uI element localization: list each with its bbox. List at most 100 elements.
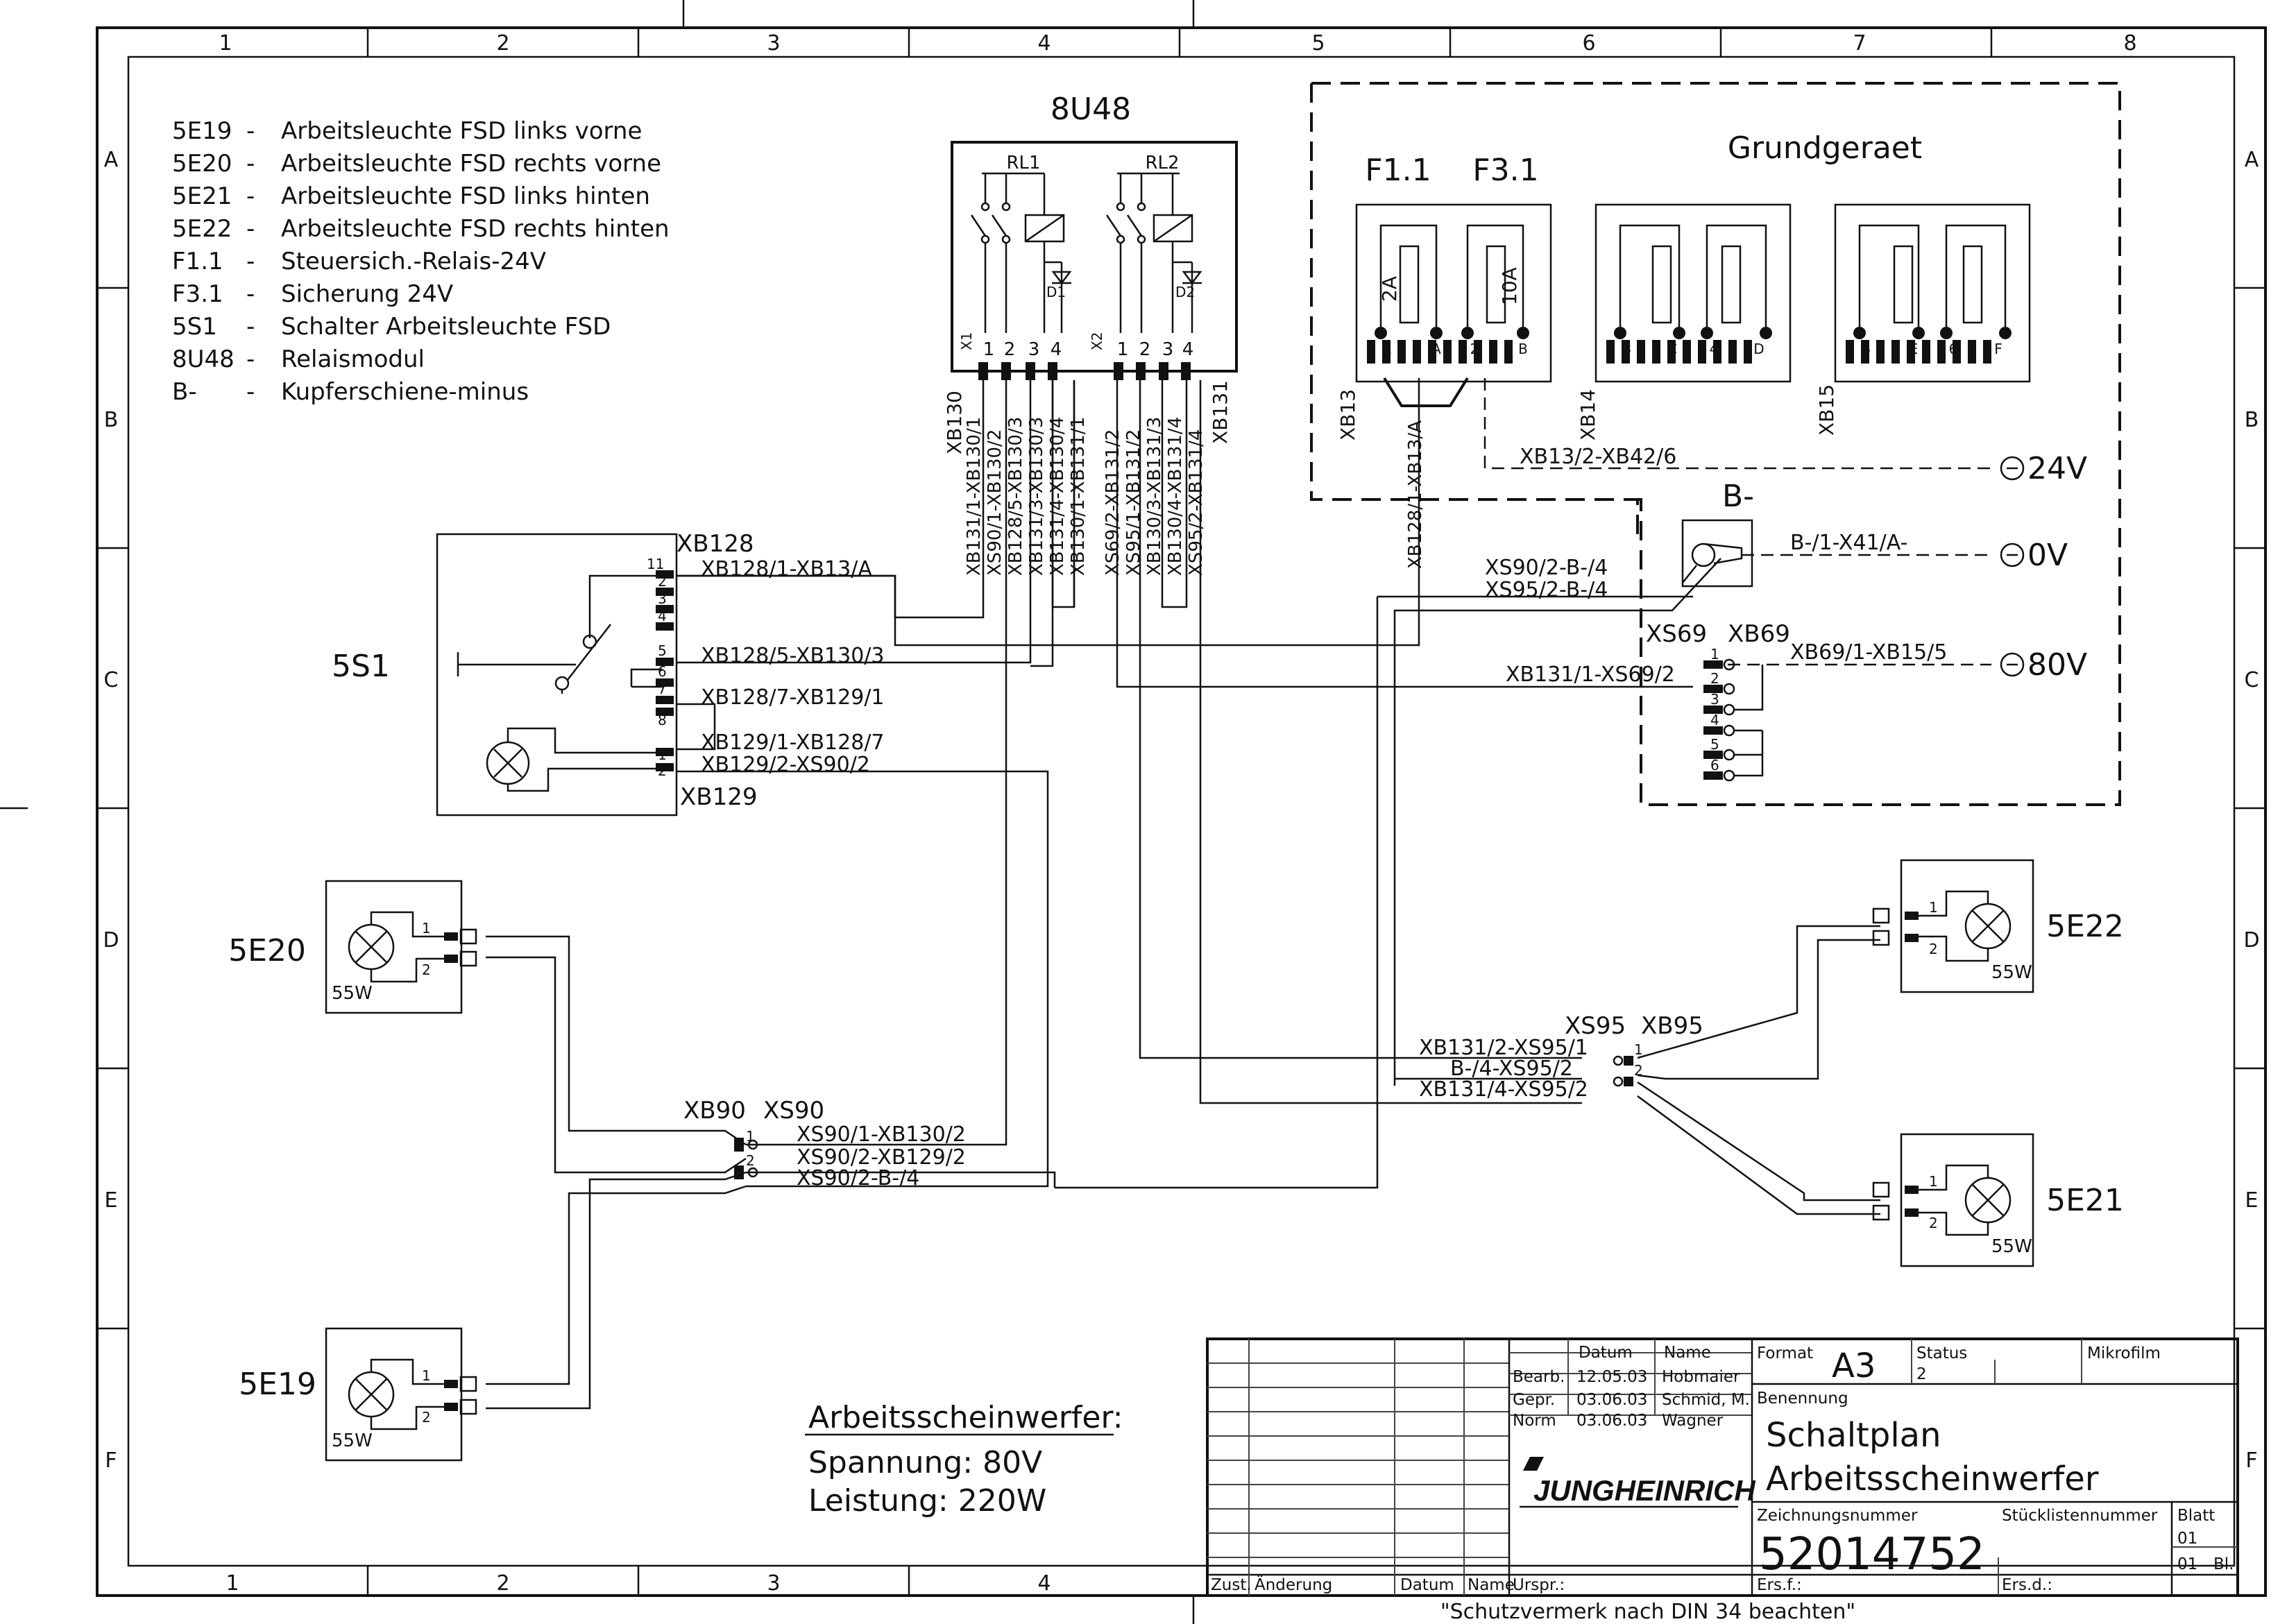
tb-norm-date: 03.06.03: [1576, 1412, 1647, 1430]
diode2-label: D2: [1175, 284, 1195, 300]
legend-text: Sicherung 24V: [281, 280, 453, 308]
connector-x2: X2 1 2 3 4: [1089, 332, 1193, 380]
xb69-pin: 2: [1710, 670, 1719, 687]
specs-block: Arbeitsscheinwerfer: Spannung: 80V Leist…: [805, 1400, 1123, 1519]
xs90-label: XS90: [763, 1097, 824, 1125]
diode1-label: D1: [1046, 284, 1066, 300]
xs95-pin: 1: [1634, 1041, 1643, 1058]
tb-gepr: Gepr.: [1513, 1391, 1555, 1409]
legend-code: 8U48: [172, 345, 235, 373]
fuse-pin: 6: [1949, 341, 1958, 357]
fuse1-label: F1.1: [1365, 153, 1431, 188]
lamp-pin: 2: [422, 1409, 431, 1426]
x2-pin: 2: [1139, 339, 1151, 360]
row-label: B: [104, 408, 119, 432]
tb-norm: Norm: [1513, 1412, 1556, 1430]
tb-title-line2: Arbeitsscheinwerfer: [1766, 1460, 2099, 1498]
tb-datum-header: Datum: [1579, 1344, 1633, 1362]
lamp-5e22: 5E22 1 2 55W: [1872, 859, 2124, 993]
relay1-contacts: D1: [970, 172, 1072, 333]
wire-label: XB130/1-XB131/1: [1068, 417, 1089, 576]
fuse-pin: 5: [1862, 341, 1871, 357]
xb90-label: XB90: [683, 1097, 746, 1125]
relay1-label: RL1: [1006, 153, 1040, 173]
legend-text: Kupferschiene-minus: [281, 378, 529, 406]
tb-blatt-total: 01: [2177, 1555, 2197, 1573]
legend-code: B-: [172, 378, 197, 406]
legend-dash: -: [246, 150, 255, 178]
specs-title: Arbeitsscheinwerfer:: [808, 1400, 1123, 1435]
row-label: D: [103, 928, 119, 952]
wire-label: XB129/1-XB128/7: [701, 730, 885, 755]
legend: 5E19 - Arbeitsleuchte FSD links vorne 5E…: [172, 117, 670, 406]
lamp-label: 5E22: [2046, 909, 2124, 944]
fuse-pin: C: [1667, 341, 1677, 357]
wire-label: XB128/1-XB13/A: [701, 557, 872, 581]
lamp-pin: 1: [422, 920, 431, 937]
tb-gepr-date: 03.06.03: [1576, 1391, 1647, 1409]
legend-dash: -: [246, 248, 255, 275]
row-label: C: [104, 668, 119, 692]
xb69-pin: 5: [1710, 736, 1719, 753]
wire-label: XB131/2-XS95/1: [1419, 1036, 1588, 1060]
wire-label: XB129/2-XS90/2: [701, 753, 870, 777]
drawing-number: 52014752: [1759, 1529, 1985, 1580]
wire-label: XS90/2-B-/4: [797, 1166, 919, 1190]
row-label: A: [2245, 148, 2259, 172]
x1-pin: 3: [1028, 339, 1040, 360]
legend-code: 5E22: [172, 215, 232, 243]
rail-24v: 24V: [2027, 451, 2087, 486]
tb-urspr: Urspr.:: [1513, 1576, 1565, 1594]
legend-dash: -: [246, 378, 255, 406]
wiring: [486, 378, 1991, 1410]
wire-label: XB131/1-XS69/2: [1506, 663, 1675, 687]
col-label: 3: [767, 1571, 780, 1596]
fuse-pin: E: [1910, 341, 1919, 357]
tb-status-value: 2: [1916, 1365, 1927, 1383]
grundgeraet-label: Grundgeraet: [1728, 130, 1922, 166]
x2-pin: 4: [1182, 339, 1194, 360]
xb130-label: XB130: [943, 391, 966, 454]
row-label: D: [2243, 928, 2259, 952]
grundgeraet-box: Grundgeraet F1.1 F3.1 2A 10A 1: [1310, 82, 2121, 806]
row-label: F: [2245, 1448, 2257, 1473]
tb-blatt-value: 01: [2177, 1530, 2197, 1548]
tb-bearb-date: 12.05.03: [1576, 1368, 1647, 1386]
bminus-busbar: B-: [1681, 479, 1754, 588]
switch-pin: 11: [647, 556, 664, 572]
legend-dash: -: [246, 313, 255, 341]
tb-benennung: Benennung: [1757, 1390, 1848, 1408]
xb13-label: XB13: [1336, 389, 1359, 441]
xb15-label: XB15: [1815, 384, 1838, 436]
col-label: 4: [1037, 31, 1051, 55]
wire-label: B-/4-XS95/2: [1450, 1057, 1573, 1081]
fuse-pin: F: [1994, 341, 2002, 357]
wire-label: XS90/2-B-/4: [1485, 556, 1608, 580]
x2-pin: 3: [1162, 339, 1174, 360]
wire-label: XS90/1-XB130/2: [797, 1122, 966, 1147]
rail-80v: 80V: [2027, 647, 2087, 683]
tb-blatt: Blatt: [2177, 1507, 2215, 1525]
lamp-pin: 1: [422, 1367, 431, 1384]
xb14-label: XB14: [1576, 389, 1599, 441]
wire-labels: XB13/2-XB42/6 B-/1-X41/A- XS90/2-B-/4 XS…: [797, 420, 1947, 1190]
fuse-pin: B: [1518, 341, 1528, 357]
xb69-pin: 1: [1710, 646, 1719, 663]
lamp-label: 5E20: [228, 933, 306, 968]
tb-status-label: Status: [1916, 1344, 1967, 1362]
wire-label: XB69/1-XB15/5: [1790, 640, 1947, 665]
tb-mikrofilm: Mikrofilm: [2087, 1344, 2161, 1362]
wire-label: B-/1-X41/A-: [1790, 531, 1907, 555]
tb-ersd: Ers.d.:: [2002, 1576, 2052, 1594]
tb-name: Name: [1468, 1576, 1515, 1594]
lamp-pin: 1: [1929, 1173, 1938, 1190]
relay2-contacts: D2: [1105, 172, 1202, 333]
jungheinrich-logo: JUNGHEINRICH: [1520, 1457, 1756, 1508]
lamp-power: 55W: [1991, 962, 2032, 983]
tb-bearb-name: Hobmaier: [1662, 1368, 1740, 1386]
wire-label: XS95/1-XB131/2: [1123, 429, 1144, 576]
legend-text: Arbeitsleuchte FSD rechts hinten: [281, 215, 670, 243]
xb131-label: XB131: [1209, 380, 1232, 444]
fuse-pin: 1: [1384, 341, 1393, 357]
